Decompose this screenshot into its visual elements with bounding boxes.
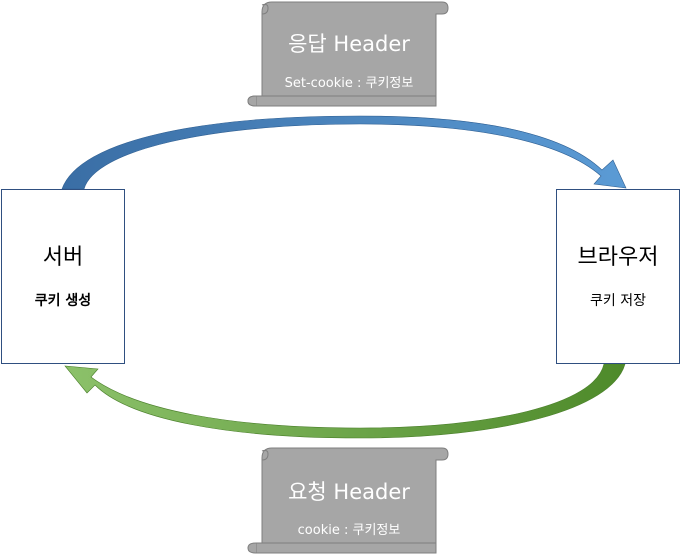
- browser-title: 브라우저: [577, 244, 659, 270]
- browser-box: 브라우저 쿠키 저장: [556, 189, 680, 364]
- server-title: 서버: [42, 244, 84, 270]
- server-box: 서버 쿠키 생성: [1, 189, 125, 364]
- response-arrow: [61, 115, 627, 190]
- response-subtitle: Set-cookie : 쿠키정보: [284, 76, 414, 91]
- server-subtitle: 쿠키 생성: [34, 292, 92, 309]
- request-title: 요청 Header: [288, 480, 410, 504]
- request-arrow: [64, 363, 626, 439]
- browser-subtitle: 쿠키 저장: [590, 292, 646, 309]
- response-scroll: [247, 1, 449, 107]
- request-scroll: [247, 447, 449, 554]
- request-subtitle: cookie : 쿠키정보: [297, 523, 401, 538]
- response-title: 응답 Header: [288, 32, 410, 56]
